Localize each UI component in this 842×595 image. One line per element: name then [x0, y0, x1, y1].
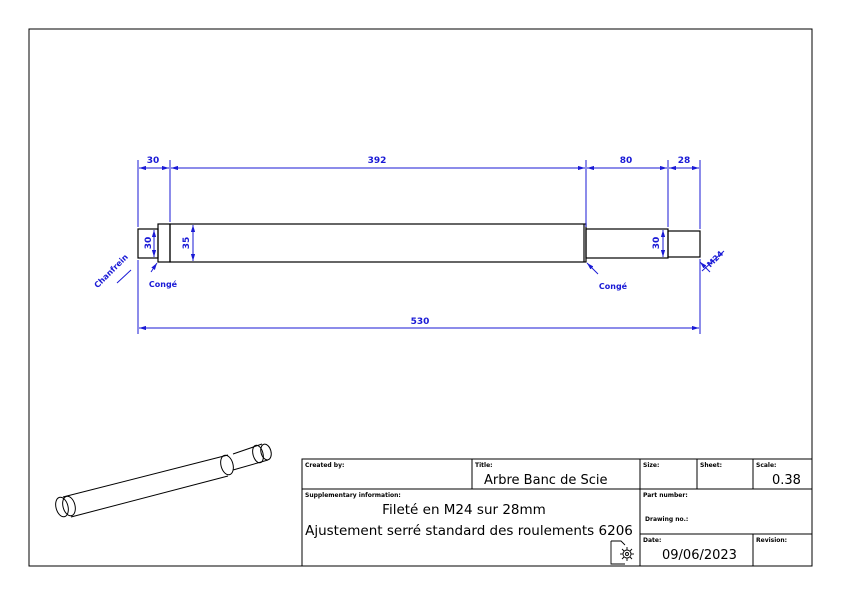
dim-80: 80 — [620, 156, 633, 166]
document-gear-icon — [610, 540, 634, 565]
shaft-isometric-view — [55, 443, 272, 518]
dim-dia-30-right: 30 — [652, 237, 662, 250]
size-label: Size: — [643, 462, 659, 469]
part-number-label: Part number: — [643, 492, 688, 499]
dim-530: 530 — [411, 317, 430, 327]
title-block — [301, 458, 813, 567]
supplementary-line-2: Ajustement serré standard des roulements… — [305, 523, 633, 539]
revision-label: Revision: — [756, 537, 787, 544]
scale-label: Scale: — [756, 462, 776, 469]
supplementary-line-1: Fileté en M24 sur 28mm — [382, 502, 546, 518]
dim-dia-30-left: 30 — [144, 237, 154, 250]
scale-value: 0.38 — [772, 473, 801, 488]
dimension-lines — [116, 160, 725, 334]
sheet-label: Sheet: — [700, 462, 722, 469]
fillet-label-left: Congé — [149, 279, 178, 289]
title-value: Arbre Banc de Scie — [484, 473, 607, 488]
supplementary-label: Supplementary information: — [305, 492, 401, 499]
drawing-no-label: Drawing no.: — [645, 516, 688, 523]
dimension-texts: 30 392 80 28 530 30 35 30 M24 Chanfrein … — [93, 156, 726, 327]
drawing-border — [28, 28, 813, 567]
dim-30-left: 30 — [147, 156, 160, 166]
dim-28: 28 — [678, 156, 691, 166]
dim-392: 392 — [368, 156, 387, 166]
dim-dia-35: 35 — [182, 237, 192, 250]
fillet-label-right: Congé — [599, 281, 628, 291]
chamfer-label: Chanfrein — [93, 252, 131, 290]
title-label: Title: — [475, 462, 493, 469]
date-label: Date: — [643, 537, 661, 544]
date-value: 09/06/2023 — [662, 548, 737, 563]
shaft-front-view — [137, 223, 701, 263]
created-by-label: Created by: — [305, 462, 344, 469]
title-block-texts: Created by: Title: Arbre Banc de Scie Si… — [305, 462, 801, 563]
